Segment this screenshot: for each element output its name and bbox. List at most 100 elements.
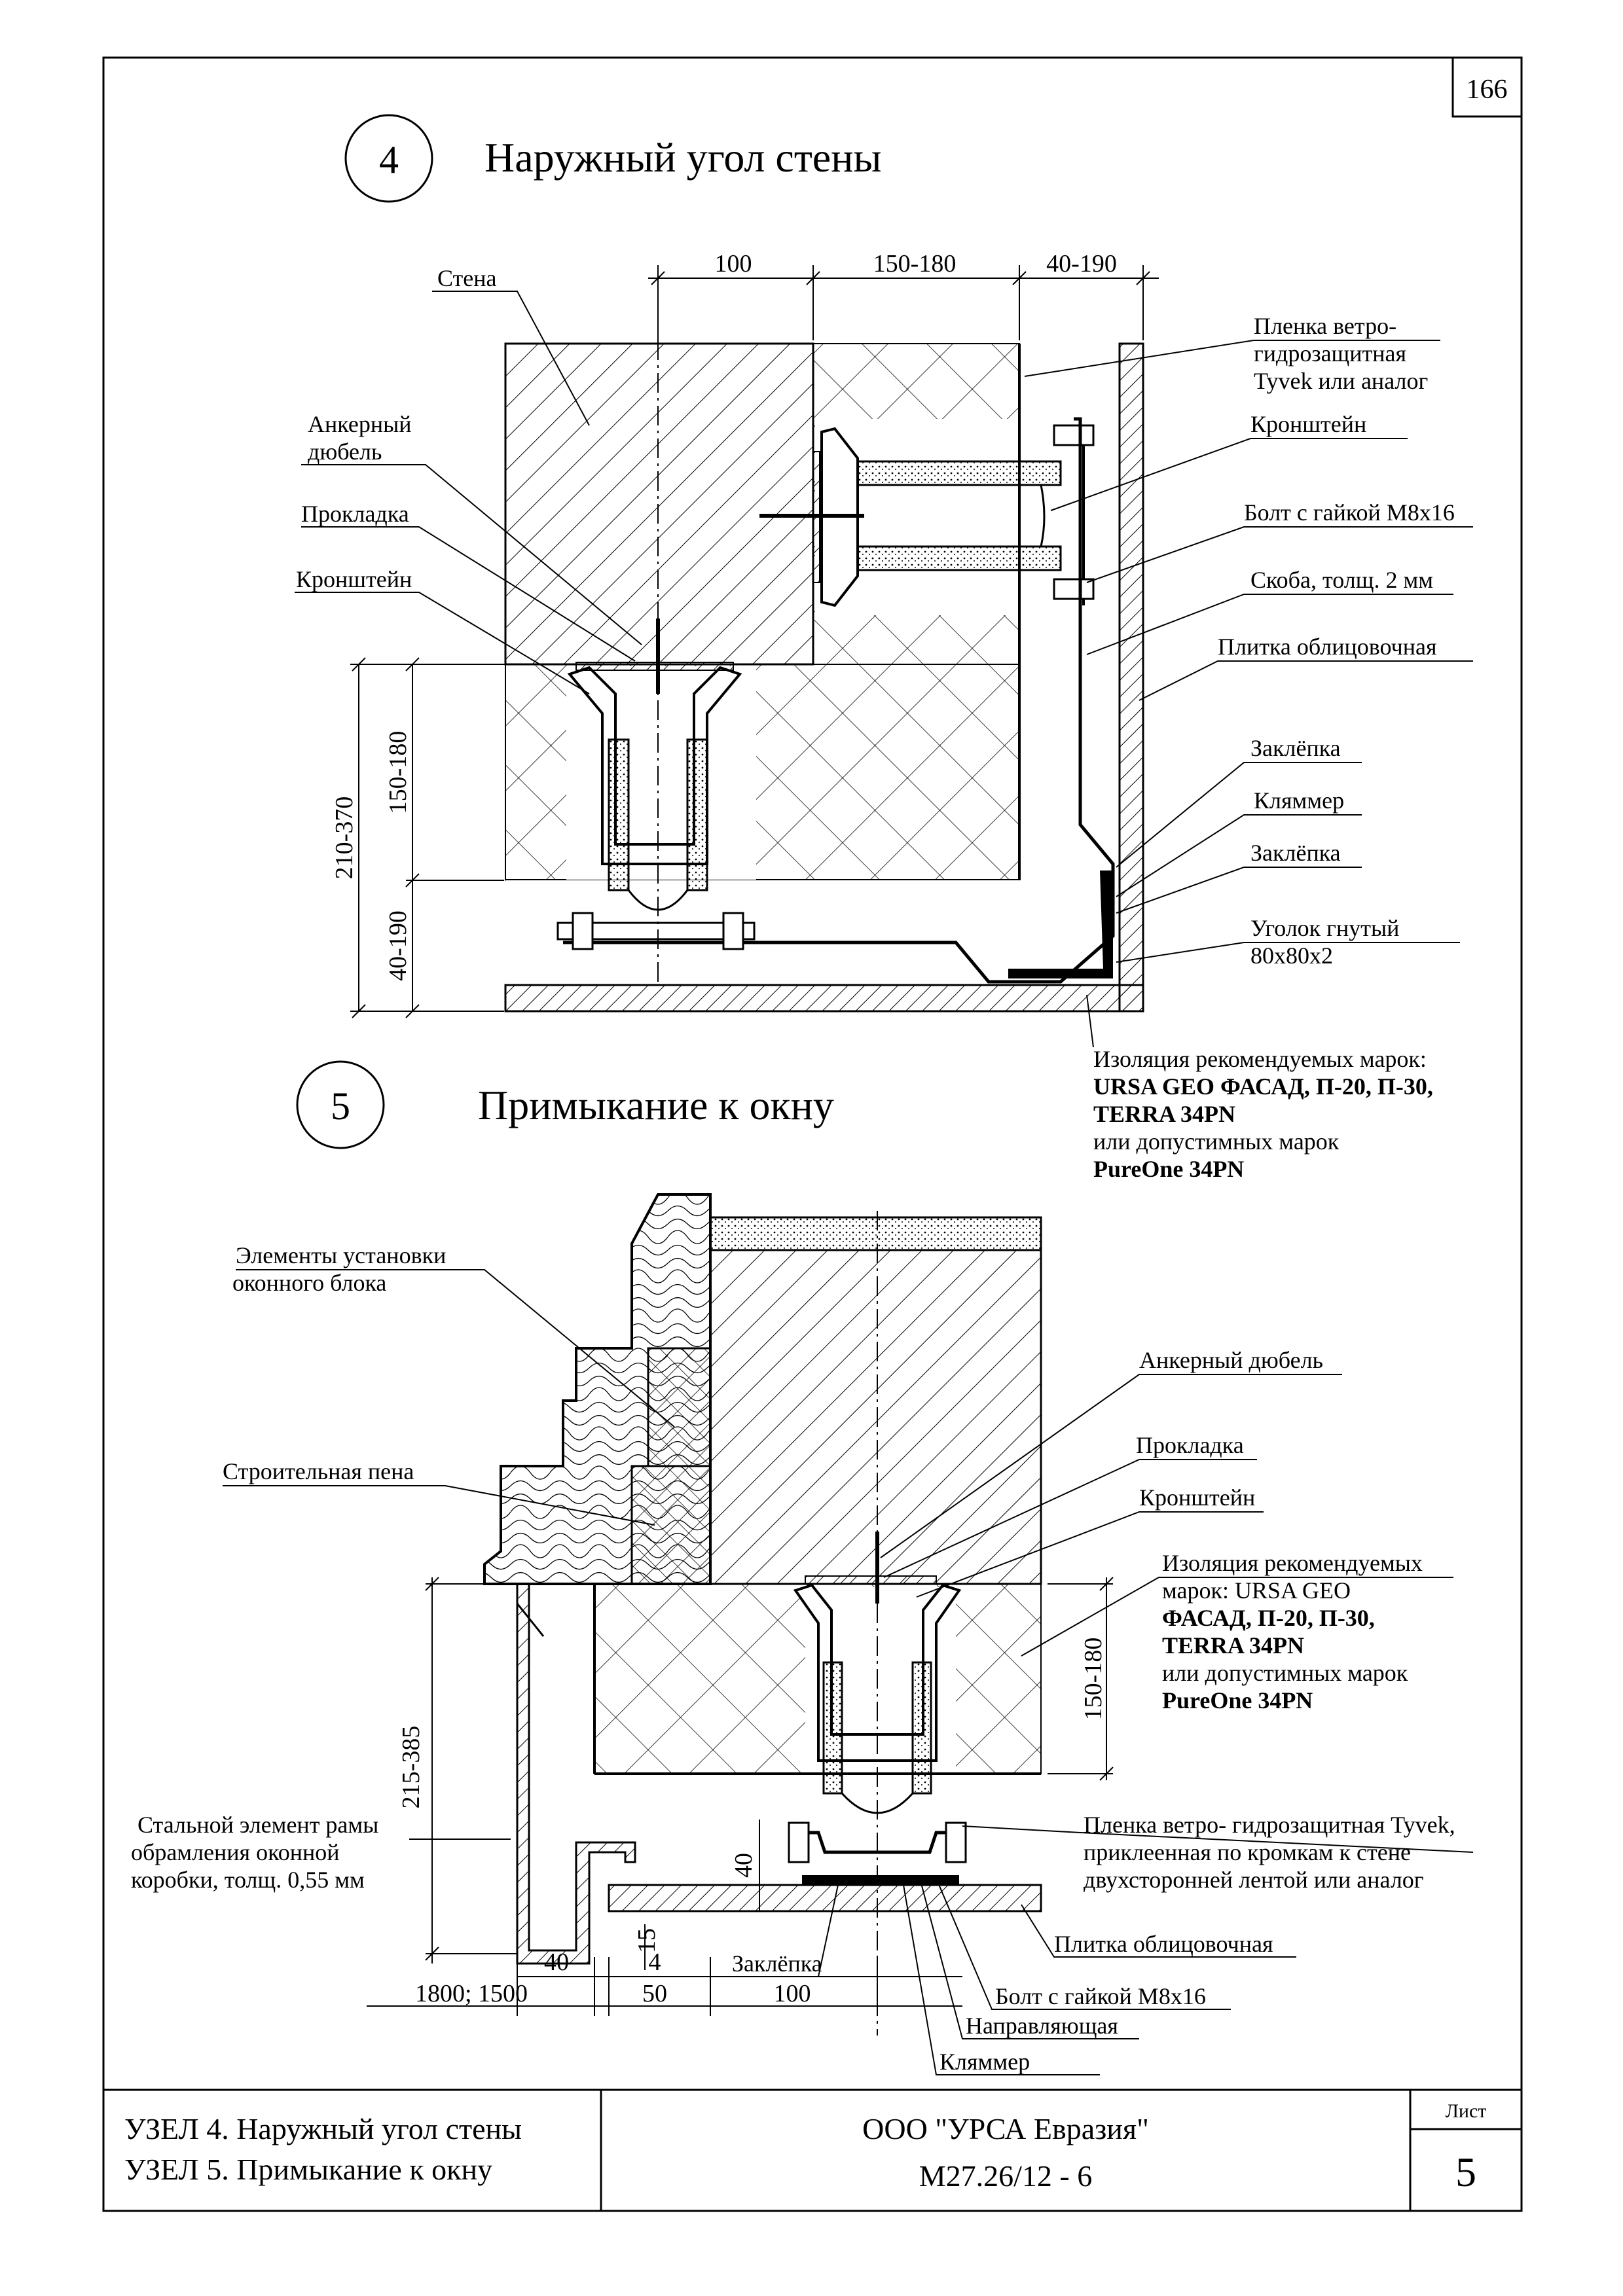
dim-150: 150-180 bbox=[1080, 1638, 1107, 1721]
wall-concrete-5 bbox=[709, 1249, 1042, 1585]
sheet-number: 5 bbox=[1455, 2149, 1476, 2195]
lbl5-steel-2: обрамления оконной bbox=[131, 1839, 340, 1865]
lbl-gasket: Прокладка bbox=[301, 501, 409, 527]
clamp-5 bbox=[802, 1875, 959, 1884]
lbl-film-3: Tyvek или аналог bbox=[1254, 368, 1428, 394]
steel-bolt bbox=[516, 1603, 545, 1637]
gasket-5 bbox=[805, 1575, 937, 1585]
dim-top bbox=[648, 265, 1159, 340]
plaster-top bbox=[709, 1216, 1042, 1251]
lower-bolt1 bbox=[572, 912, 594, 950]
lower-bolt2 bbox=[722, 912, 744, 950]
lbl-film-1: Пленка ветро- bbox=[1254, 313, 1396, 339]
dim-40v: 40 bbox=[730, 1853, 757, 1878]
foam-lower bbox=[630, 1465, 712, 1585]
lbl5-bolt: Болт с гайкой М8х16 bbox=[995, 1983, 1206, 2009]
lbl5-anchor: Анкерный дюбель bbox=[1139, 1347, 1323, 1373]
node5-header: 5 Примыкание к окну bbox=[296, 1060, 834, 1149]
node5-dims bbox=[367, 1577, 1114, 2016]
lbl-ins-1: Изоляция рекомендуемых марок: bbox=[1093, 1046, 1427, 1072]
lbl5-win-1: Элементы установки bbox=[236, 1242, 446, 1268]
lbl-ins-5: PureOne 34PN bbox=[1093, 1156, 1244, 1182]
lbl-rivet-2: Заклёпка bbox=[1250, 840, 1341, 866]
dim-left-1: 150-180 bbox=[384, 731, 412, 814]
title-block-frame bbox=[102, 2089, 1523, 2212]
tile-5 bbox=[608, 1884, 1042, 1912]
lbl5-ins-6: PureOne 34PN bbox=[1162, 1687, 1313, 1713]
upper-bracket-arm2 bbox=[856, 545, 1062, 571]
lbl5-ins-3: ФАСАД, П-20, П-30, bbox=[1162, 1605, 1375, 1631]
lbl5-steel-3: коробки, толщ. 0,55 мм bbox=[131, 1867, 365, 1893]
title-left-1: УЗЕЛ 4. Наружный угол стены bbox=[124, 2112, 522, 2145]
tile-vertical bbox=[1118, 342, 1144, 1013]
lbl-ins-3: TERRA 34PN bbox=[1093, 1101, 1235, 1127]
lower-bracket-gasket bbox=[575, 662, 734, 671]
lbl-anchor-1: Анкерный bbox=[308, 411, 412, 437]
bracket-5-arm2 bbox=[911, 1661, 932, 1795]
dim-left bbox=[350, 657, 563, 1018]
title-block: УЗЕЛ 4. Наружный угол стены УЗЕЛ 5. Прим… bbox=[102, 2089, 1523, 2212]
lbl5-clamp: Кляммер bbox=[939, 2049, 1030, 2075]
node4-number: 4 bbox=[379, 138, 399, 181]
dim-50: 50 bbox=[642, 1980, 667, 2007]
node4-leaders bbox=[295, 291, 1473, 1048]
lbl5-gasket: Прокладка bbox=[1136, 1432, 1244, 1458]
node4-title: Наружный угол стены bbox=[484, 134, 881, 181]
node4-number-circle bbox=[344, 114, 433, 203]
dim-top-2: 40-190 bbox=[1046, 250, 1117, 278]
dim-left-0: 210-370 bbox=[331, 797, 358, 880]
lbl-anchor-2: дюбель bbox=[308, 439, 382, 465]
bolt-upper bbox=[1053, 424, 1095, 446]
lbl-clamp: Кляммер bbox=[1254, 787, 1344, 814]
lbl5-steel-1: Стальной элемент рамы bbox=[137, 1812, 378, 1838]
dim-40h: 40 bbox=[544, 1948, 569, 1976]
node4-header: 4 Наружный угол стены bbox=[344, 114, 881, 203]
lbl5-guide: Направляющая bbox=[966, 2013, 1118, 2039]
node5-number-circle bbox=[296, 1060, 385, 1149]
wall-concrete bbox=[504, 342, 814, 666]
bracket-5-arm1 bbox=[822, 1661, 843, 1795]
angle-profile bbox=[1008, 870, 1113, 978]
lbl5-rivet: Заклёпка bbox=[732, 1950, 822, 1977]
dim-4: 4 bbox=[649, 1948, 661, 1976]
lbl-bracket-right: Кронштейн bbox=[1250, 411, 1366, 437]
foam-upper bbox=[647, 1347, 712, 1467]
title-center-2: М27.26/12 - 6 bbox=[919, 2159, 1093, 2193]
title-left-2: УЗЕЛ 5. Примыкание к окну bbox=[124, 2153, 492, 2186]
page-number-box bbox=[1451, 56, 1523, 118]
lbl5-film-1: Пленка ветро- гидрозащитная Tyvek, bbox=[1084, 1812, 1455, 1838]
node5-leaders bbox=[223, 1269, 1474, 2075]
dim-15: 15 bbox=[633, 1928, 661, 1953]
dim-left-2: 40-190 bbox=[384, 910, 412, 981]
upper-bracket-arm1 bbox=[856, 460, 1062, 486]
lbl5-ins-2: марок: URSA GEO bbox=[1162, 1577, 1351, 1604]
lbl5-film-2: приклеенная по кромкам к стене bbox=[1084, 1839, 1411, 1865]
lbl5-ins-4: TERRA 34PN bbox=[1162, 1632, 1304, 1659]
lbl5-ins-5: или допустимных марок bbox=[1162, 1660, 1408, 1686]
lbl-bracket-left: Кронштейн bbox=[296, 566, 412, 592]
lower-arm1 bbox=[608, 738, 630, 891]
lbl-angle-1: Уголок гнутый bbox=[1250, 915, 1399, 941]
lbl5-win-2: оконного блока bbox=[232, 1270, 386, 1296]
lbl-tile: Плитка облицовочная bbox=[1218, 634, 1437, 660]
page-number: 166 bbox=[1467, 75, 1508, 105]
lbl-rivet-1: Заклёпка bbox=[1250, 735, 1341, 761]
lower-arm2 bbox=[686, 738, 708, 891]
dim-1800: 1800; 1500 bbox=[415, 1980, 528, 2007]
node5-number: 5 bbox=[331, 1085, 350, 1128]
lbl-clip: Скоба, толщ. 2 мм bbox=[1250, 567, 1433, 593]
lbl-ins-4: или допустимных марок bbox=[1093, 1128, 1340, 1155]
lbl5-bracket: Кронштейн bbox=[1139, 1484, 1255, 1511]
lbl5-ins-1: Изоляция рекомендуемых bbox=[1162, 1550, 1423, 1576]
node5-title: Примыкание к окну bbox=[478, 1082, 834, 1128]
lbl-ins-2: URSA GEO ФАСАД, П-20, П-30, bbox=[1093, 1073, 1433, 1100]
lbl-angle-2: 80х80х2 bbox=[1250, 942, 1333, 969]
tile-horizontal bbox=[504, 984, 1144, 1013]
dim-top-0: 100 bbox=[715, 250, 752, 278]
lbl5-foam: Строительная пена bbox=[223, 1458, 414, 1484]
dim-100: 100 bbox=[774, 1980, 811, 2007]
bolt-5a bbox=[788, 1821, 810, 1863]
upper-bracket-loop bbox=[1040, 484, 1046, 547]
title-center-1: ООО "УРСА Евразия" bbox=[862, 2112, 1149, 2145]
steel-frame-element bbox=[516, 1583, 636, 1965]
